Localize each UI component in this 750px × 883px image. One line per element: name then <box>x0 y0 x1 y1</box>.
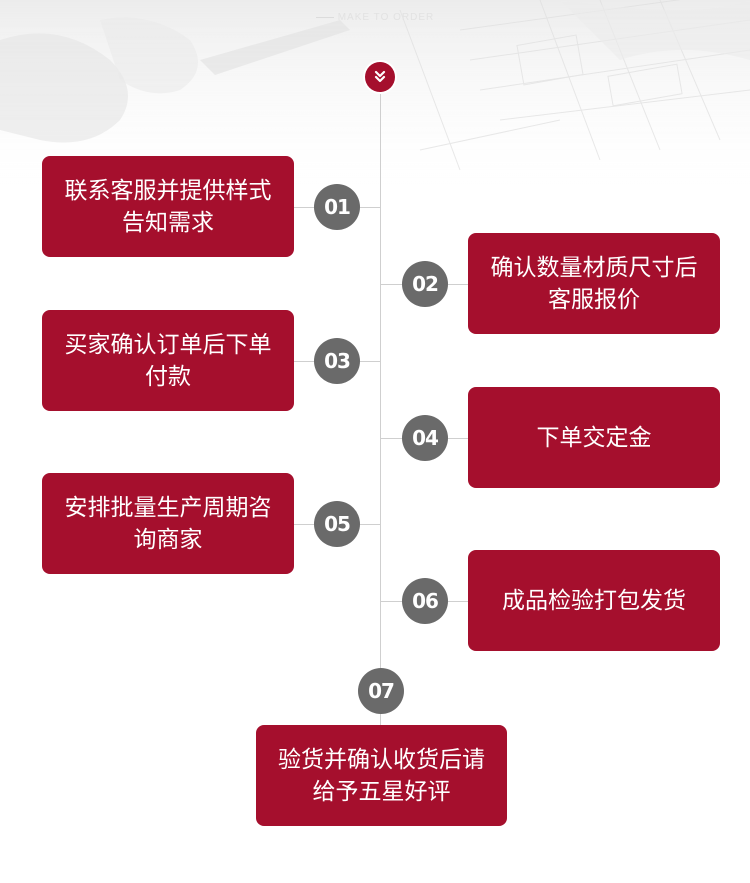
step-text-3: 买家确认订单后下单付款 <box>64 331 272 390</box>
step-number-1: 01 <box>314 184 360 230</box>
step-number-4: 04 <box>402 415 448 461</box>
timeline-start-badge <box>365 62 395 92</box>
step-box-5: 安排批量生产周期咨询商家 <box>42 473 294 574</box>
step-number-7: 07 <box>358 668 404 714</box>
step-box-4: 下单交定金 <box>468 387 720 488</box>
step-box-3: 买家确认订单后下单付款 <box>42 310 294 411</box>
step-box-1: 联系客服并提供样式告知需求 <box>42 156 294 257</box>
header-dash <box>315 16 334 18</box>
step-number-3: 03 <box>314 338 360 384</box>
double-chevron-down-icon <box>374 70 386 83</box>
step-number-2: 02 <box>402 261 448 307</box>
timeline-line <box>380 78 381 728</box>
step-box-7: 验货并确认收货后请给予五星好评 <box>256 725 507 826</box>
step-text-6: 成品检验打包发货 <box>502 587 686 614</box>
step-box-2: 确认数量材质尺寸后客服报价 <box>468 233 720 334</box>
step-number-5: 05 <box>314 501 360 547</box>
step-text-4: 下单交定金 <box>536 424 652 451</box>
step-text-2: 确认数量材质尺寸后客服报价 <box>490 254 698 313</box>
step-text-7: 验货并确认收货后请给予五星好评 <box>278 746 485 805</box>
step-text-5: 安排批量生产周期咨询商家 <box>64 494 272 553</box>
step-box-6: 成品检验打包发货 <box>468 550 720 651</box>
header-label: MAKE TO ORDER <box>0 12 750 23</box>
step-text-1: 联系客服并提供样式告知需求 <box>64 177 272 236</box>
step-number-6: 06 <box>402 578 448 624</box>
header-text: MAKE TO ORDER <box>337 12 435 23</box>
